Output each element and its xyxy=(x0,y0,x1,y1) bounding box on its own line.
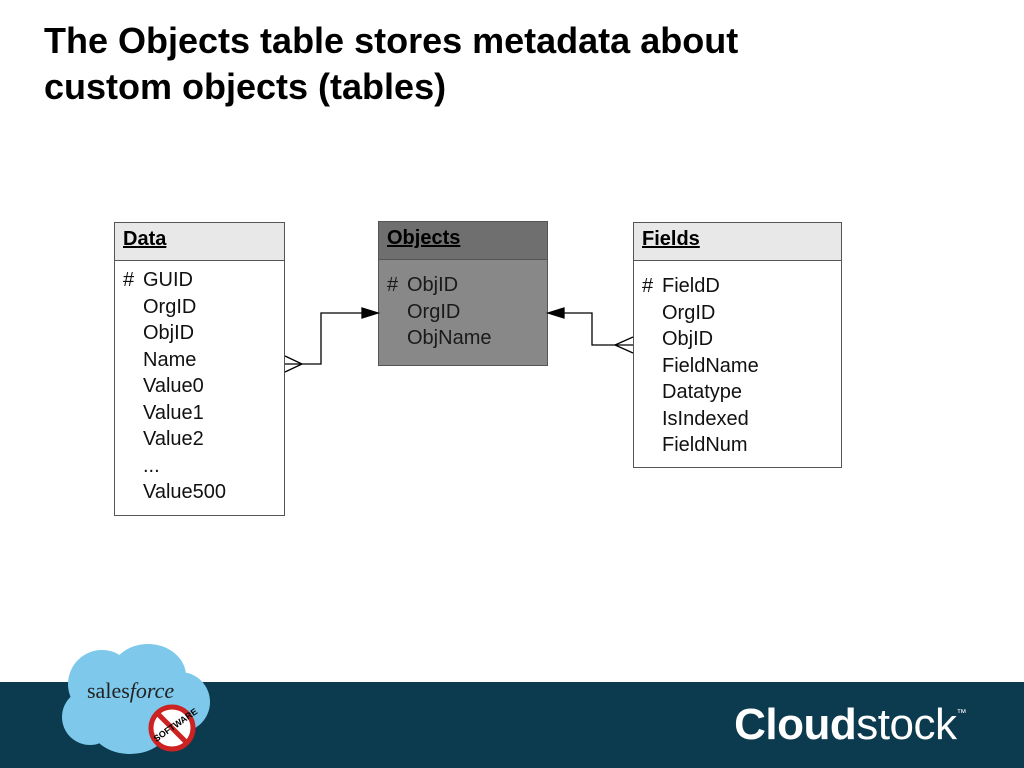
field-name: ObjID xyxy=(662,328,714,350)
salesforce-cloud-logo xyxy=(62,644,210,754)
relationship-data-to-objects xyxy=(284,307,381,373)
slide-title-line-2: custom objects (tables) xyxy=(44,66,447,107)
field-name: Name xyxy=(143,348,197,371)
field-name: Value0 xyxy=(143,375,204,397)
entity-field-row: Value1 xyxy=(123,400,284,427)
entity-field-row: IsIndexed xyxy=(642,406,841,433)
field-name: ObjID xyxy=(407,274,459,296)
entity-field-row: ObjName xyxy=(387,325,547,352)
field-name: FieldD xyxy=(662,275,720,297)
entity-field-row: Name xyxy=(123,347,284,374)
field-name: Value2 xyxy=(143,428,204,450)
entity-data-table: Data #GUID OrgID ObjID Name Value0 Value… xyxy=(114,222,285,516)
arrowhead-icon xyxy=(545,307,565,319)
arrowhead-icon xyxy=(361,307,381,319)
entity-field-row: ObjID xyxy=(123,320,284,347)
entity-field-row: OrgID xyxy=(642,300,841,327)
crows-foot-icon xyxy=(284,355,304,373)
field-name: OrgID xyxy=(407,300,461,323)
crows-foot-icon xyxy=(613,336,634,354)
field-name: ObjName xyxy=(407,327,492,349)
field-name: OrgID xyxy=(143,295,197,318)
entity-objects-table: Objects #ObjID OrgID ObjName xyxy=(378,221,548,366)
entity-field-row: FieldNum xyxy=(642,432,841,459)
entity-field-row: Value500 xyxy=(123,479,284,506)
entity-field-row: ObjID xyxy=(642,326,841,353)
entity-field-row: #ObjID xyxy=(387,272,547,299)
entity-field-row: Value2 xyxy=(123,426,284,453)
slide-title: The Objects table stores metadata about … xyxy=(44,18,944,110)
entity-field-row: OrgID xyxy=(123,294,284,321)
entity-field-row: #FieldD xyxy=(642,273,841,300)
entity-fields-fields: #FieldD OrgID ObjID FieldName Datatype I… xyxy=(634,261,841,459)
entity-objects-header: Objects xyxy=(379,222,547,260)
entity-field-row: #GUID xyxy=(123,267,284,294)
cloudstock-logo: Cloudstock™ xyxy=(734,700,966,749)
entity-field-row: FieldName xyxy=(642,353,841,380)
connector-line xyxy=(285,312,370,365)
field-name: FieldNum xyxy=(662,434,748,456)
field-name: ObjID xyxy=(143,322,195,344)
connector-line xyxy=(556,312,633,346)
field-name: ... xyxy=(143,454,160,477)
entity-field-row: OrgID xyxy=(387,299,547,326)
entity-field-row: Value0 xyxy=(123,373,284,400)
field-name: Value1 xyxy=(143,401,204,424)
slide-title-line-1: The Objects table stores metadata about xyxy=(44,20,739,61)
field-name: GUID xyxy=(143,269,193,291)
entity-field-row: Datatype xyxy=(642,379,841,406)
entity-field-row: ... xyxy=(123,453,284,480)
field-name: Datatype xyxy=(662,381,743,403)
entity-fields-header: Fields xyxy=(634,223,841,261)
field-name: Value500 xyxy=(143,481,227,503)
entity-objects-fields: #ObjID OrgID ObjName xyxy=(379,260,547,352)
field-name: IsIndexed xyxy=(662,407,749,430)
entity-data-fields: #GUID OrgID ObjID Name Value0 Value1 Val… xyxy=(115,261,284,506)
field-name: FieldName xyxy=(662,354,759,377)
entity-data-header: Data xyxy=(115,223,284,261)
no-software-icon xyxy=(148,704,196,752)
entity-fields-table: Fields #FieldD OrgID ObjID FieldName Dat… xyxy=(633,222,842,468)
relationship-fields-to-objects xyxy=(545,307,634,354)
field-name: OrgID xyxy=(662,301,716,324)
salesforce-wordmark: salesforce xyxy=(87,678,175,703)
